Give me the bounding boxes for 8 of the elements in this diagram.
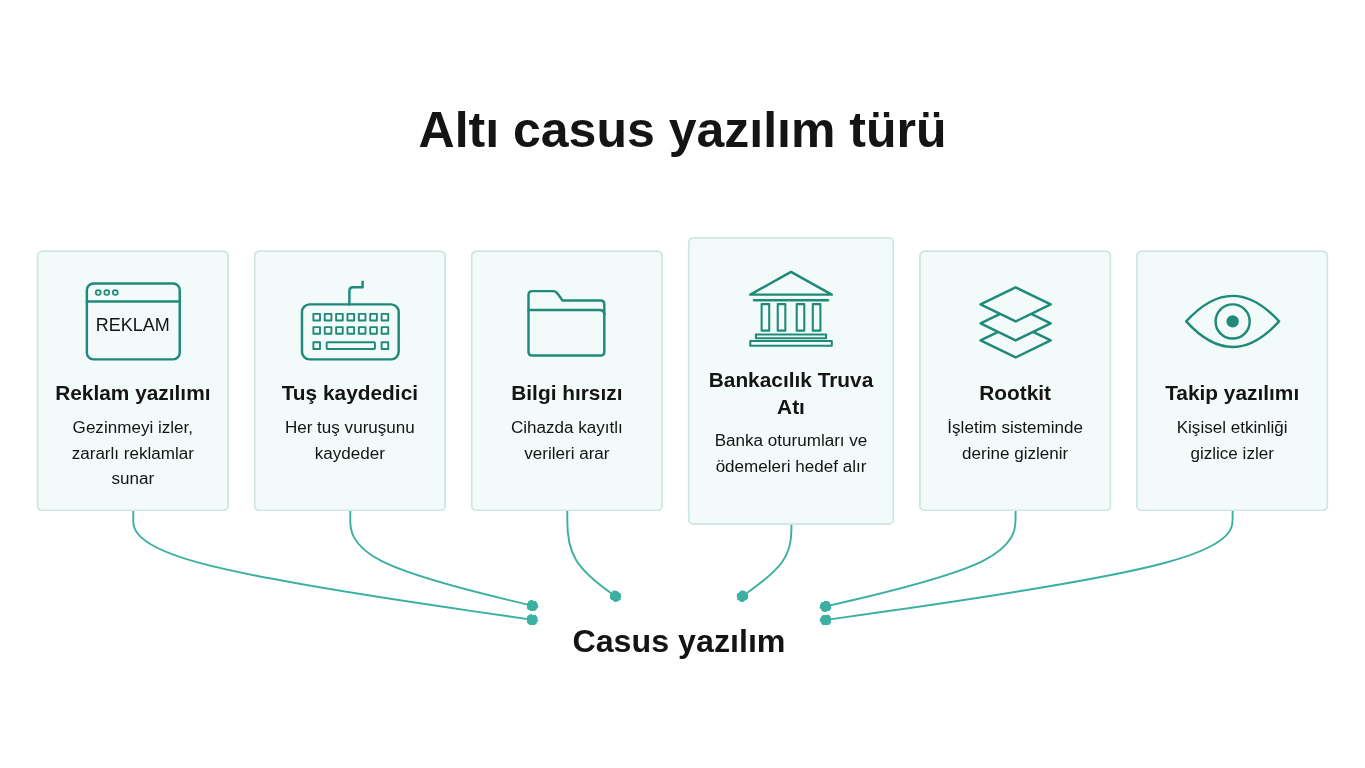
connector (818, 509, 1234, 626)
connector (132, 509, 540, 626)
connector (566, 509, 622, 602)
connector (818, 509, 1017, 613)
node-text: Casus yazılım (572, 622, 786, 659)
connector (736, 523, 793, 602)
diagram-title: Altı casus yazılım türü (417, 101, 948, 160)
connector (349, 509, 540, 612)
